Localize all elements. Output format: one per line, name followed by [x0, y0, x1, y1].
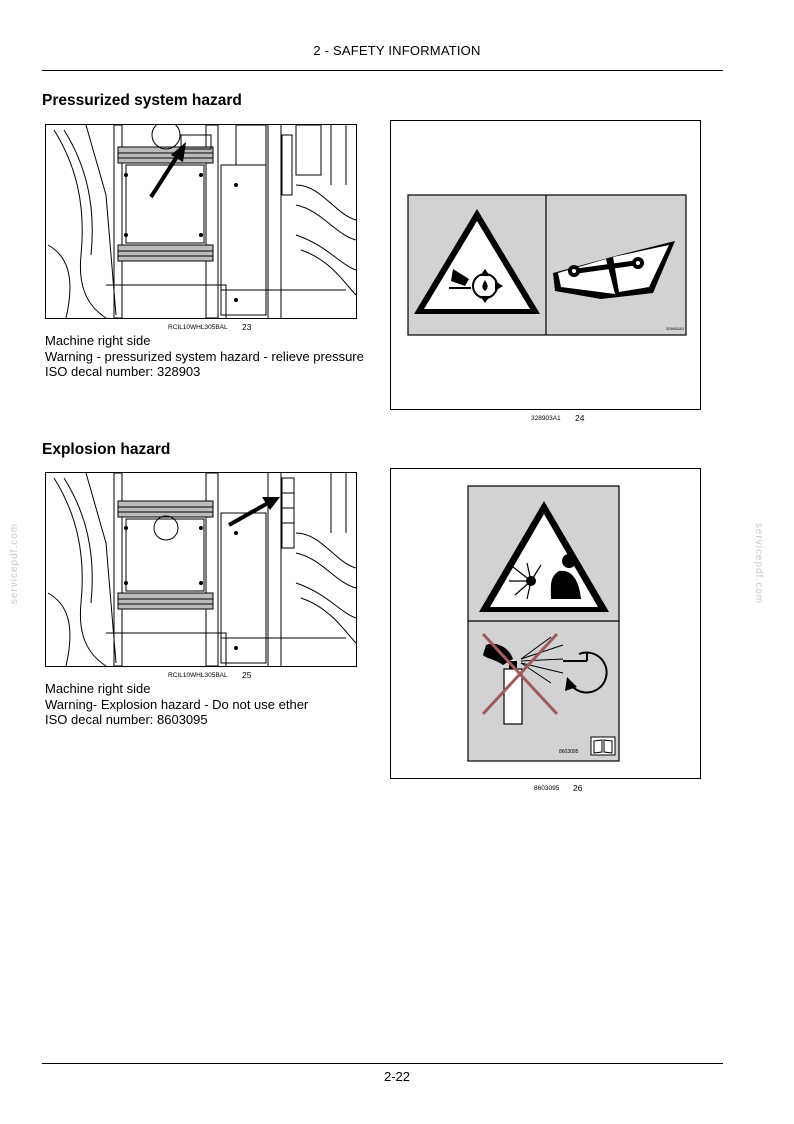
text-line: ISO decal number: 8603095	[45, 712, 208, 727]
section-title-pressurized: Pressurized system hazard	[42, 92, 242, 109]
watermark-left: servicepdf.com	[9, 522, 21, 605]
decal-explosion-illustration: 8603095	[467, 485, 620, 762]
arrow-pointer-icon	[149, 142, 186, 199]
manual-wrench-icon	[553, 241, 675, 299]
machine-photo-pressurized	[45, 124, 357, 319]
page-number: 2-22	[383, 1069, 411, 1084]
photo-code-25: RCIL10WHL305BAL	[168, 672, 228, 679]
page-header-title: 2 - SAFETY INFORMATION	[313, 43, 481, 58]
warning-triangle-icon	[414, 209, 540, 314]
machine-step-illustration	[47, 125, 356, 318]
decal-pressurized-illustration: 328903A1	[407, 194, 687, 336]
explosion-warning-icon	[479, 501, 609, 612]
text-line: Machine right side	[45, 333, 151, 348]
text-line: ISO decal number: 328903	[45, 364, 201, 379]
decal-inner-code: 328903A1	[666, 326, 685, 331]
decal-figure-explosion: 8603095	[390, 468, 701, 779]
header-rule	[42, 70, 723, 71]
figure-number-26: 26	[573, 783, 583, 793]
footer-rule	[42, 1063, 723, 1064]
manual-book-icon	[590, 736, 616, 756]
description-pressurized: Machine right side Warning - pressurized…	[45, 333, 364, 380]
description-explosion: Machine right side Warning- Explosion ha…	[45, 681, 308, 728]
watermark-right: servicepdf.com	[753, 522, 765, 605]
arrow-pointer-icon	[228, 497, 280, 527]
photo-code-23: RCIL10WHL305BAL	[168, 324, 228, 331]
decal-figure-pressurized: 328903A1	[390, 120, 701, 410]
machine-photo-explosion	[45, 472, 357, 667]
decal-code-24: 328903A1	[531, 415, 561, 422]
text-line: Machine right side	[45, 681, 151, 696]
figure-number-23: 23	[242, 322, 252, 332]
text-line: Warning- Explosion hazard - Do not use e…	[45, 696, 309, 712]
decal-code-26: 8603095	[534, 785, 560, 792]
section-title-explosion: Explosion hazard	[42, 441, 171, 458]
text-line: Warning - pressurized system hazard - re…	[45, 348, 364, 364]
decal-inner-code: 8603095	[559, 749, 579, 755]
machine-step-illustration	[47, 473, 356, 666]
figure-number-25: 25	[242, 670, 252, 680]
figure-number-24: 24	[575, 413, 585, 423]
no-ether-spray-icon	[481, 632, 608, 725]
